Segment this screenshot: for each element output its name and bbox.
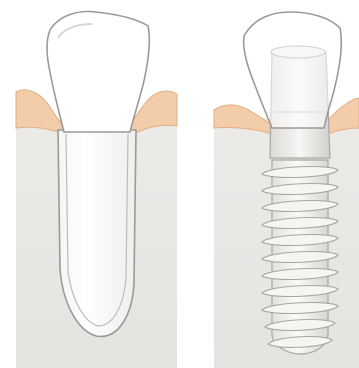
natural-tooth-panel (16, 12, 177, 368)
tooth-crown (47, 12, 149, 132)
tooth-root (58, 130, 136, 336)
implant-crown (244, 12, 342, 128)
implant-panel (214, 12, 359, 368)
implant-screw (262, 160, 338, 354)
